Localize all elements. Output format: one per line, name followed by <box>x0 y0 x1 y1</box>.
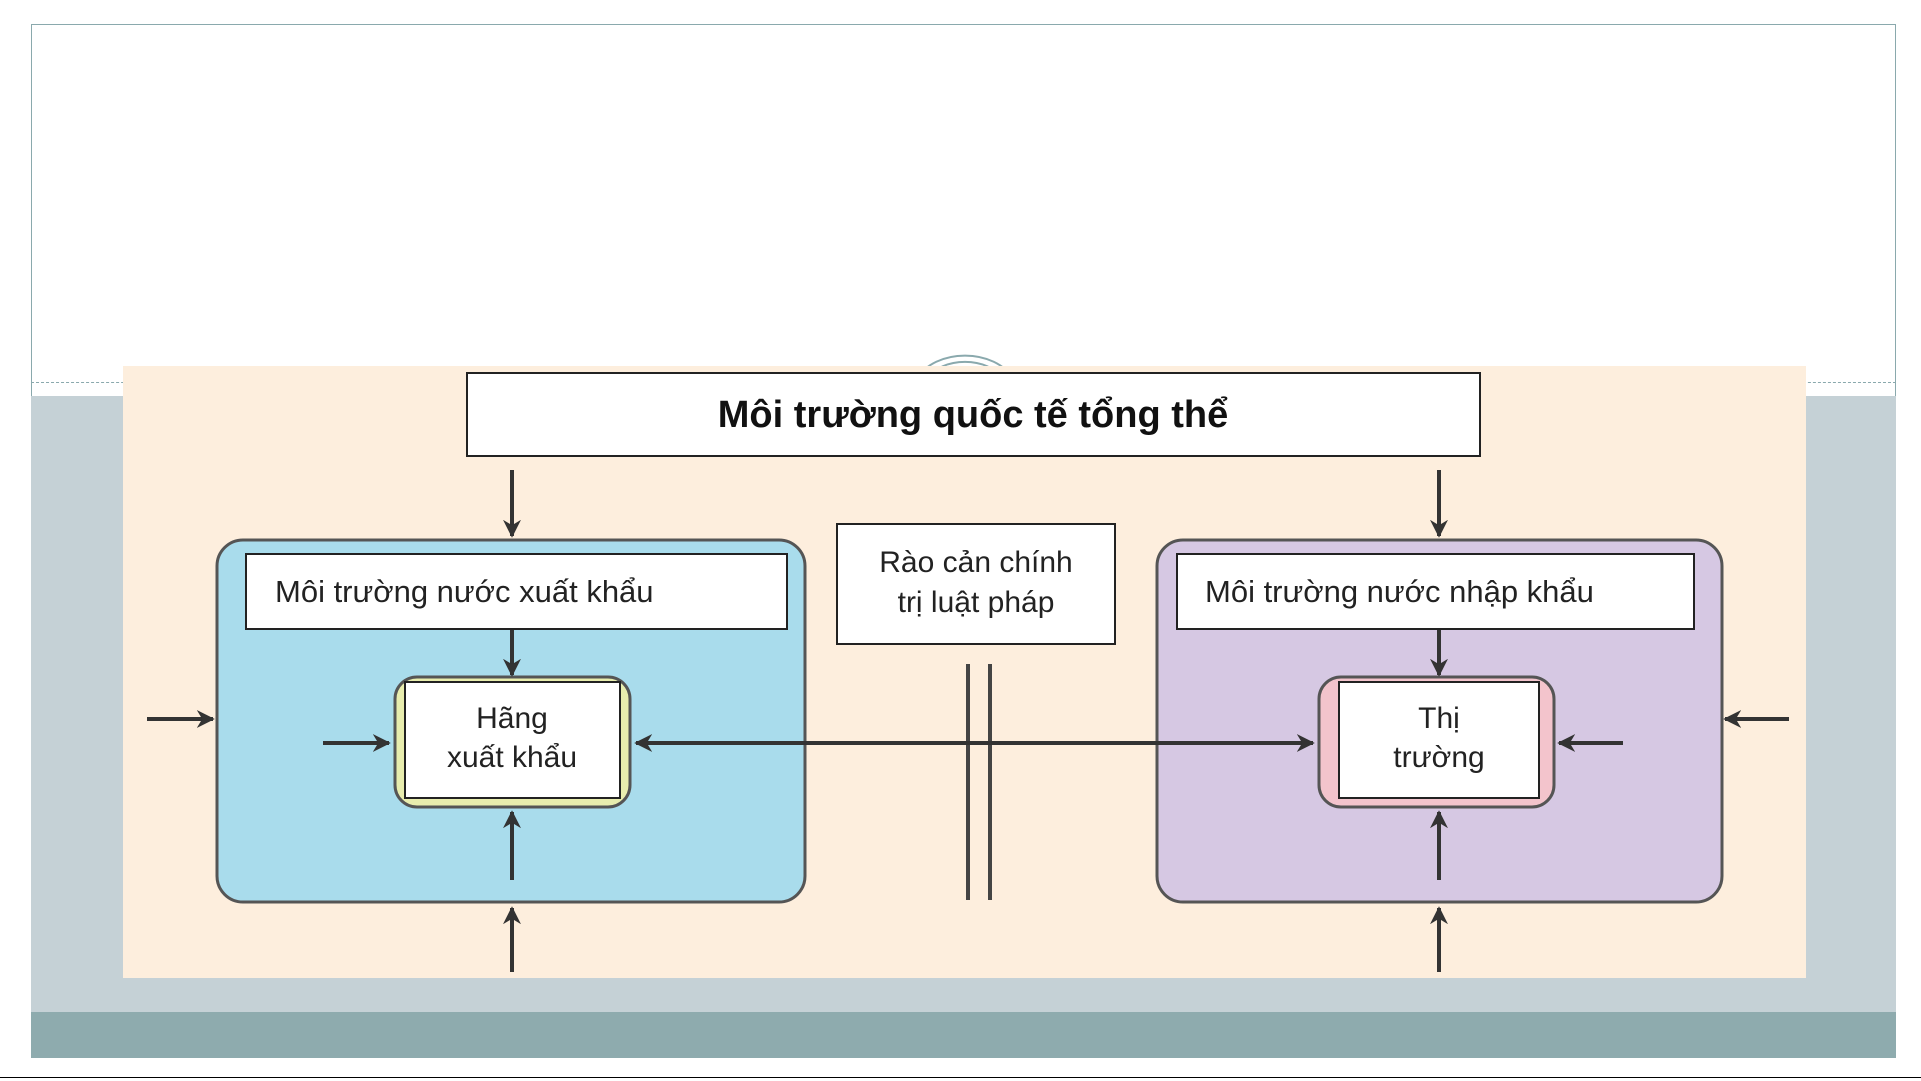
exporter-firm-box: Hãng xuất khẩu <box>395 677 630 807</box>
barrier-label-line1: Rào cản chính <box>879 546 1072 579</box>
global-environment-box: Môi trường quốc tế tổng thể <box>467 373 1480 456</box>
barrier-label-line2: trị luật pháp <box>898 586 1055 619</box>
diagram-canvas: Môi trường quốc tế tổng thể Môi trường n… <box>123 366 1806 978</box>
political-legal-barrier-box: Rào cản chính trị luật pháp <box>837 524 1115 644</box>
market-label-line2: trường <box>1393 741 1484 774</box>
exporter-label-line2: xuất khẩu <box>447 741 577 774</box>
import-environment-label: Môi trường nước nhập khẩu <box>1205 574 1594 609</box>
trade-environment-diagram: Môi trường quốc tế tổng thể Môi trường n… <box>123 366 1806 978</box>
market-label-line1: Thị <box>1418 702 1460 735</box>
export-environment-label: Môi trường nước xuất khẩu <box>275 574 654 609</box>
window-bottom-edge <box>0 1077 1921 1078</box>
exporter-label-line1: Hãng <box>476 702 548 735</box>
market-box: Thị trường <box>1319 677 1554 807</box>
global-environment-label: Môi trường quốc tế tổng thể <box>718 394 1228 436</box>
slide-footer-bar <box>31 1012 1896 1058</box>
